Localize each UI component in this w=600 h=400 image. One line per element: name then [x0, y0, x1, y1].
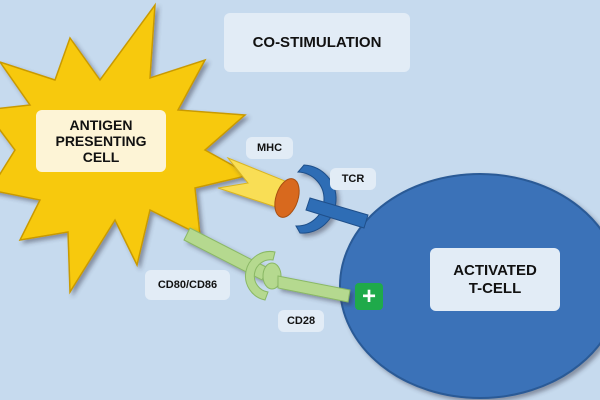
- mhc-molecule: [217, 156, 291, 211]
- t-cell-label-line-1: ACTIVATED: [453, 262, 537, 280]
- tcr-label: TCR: [330, 168, 376, 190]
- antigen-peptide: [274, 178, 300, 218]
- plus-icon: +: [362, 283, 376, 310]
- apc-label-line-3: CELL: [82, 149, 120, 166]
- apc-label-line-2: PRESENTING: [55, 132, 147, 149]
- cd28-receptor-cup: [245, 251, 276, 301]
- apc-label-line-1: ANTIGEN: [69, 116, 133, 133]
- t-cell-label: ACTIVATED T-CELL: [430, 248, 560, 311]
- t-cell-label-line-2: T-CELL: [468, 279, 522, 297]
- signal-badge: [355, 283, 383, 310]
- diagram-title: CO-STIMULATION: [224, 13, 410, 72]
- cd80-cd86-label: CD80/CD86: [145, 270, 230, 300]
- tcr-stalk: [305, 197, 369, 229]
- cd28-label: CD28: [278, 310, 324, 332]
- apc-label: ANTIGEN PRESENTING CELL: [36, 110, 166, 172]
- cd28-stalk: [277, 275, 351, 303]
- mhc-label: MHC: [246, 137, 293, 159]
- cd80-cd86-head: [262, 262, 282, 290]
